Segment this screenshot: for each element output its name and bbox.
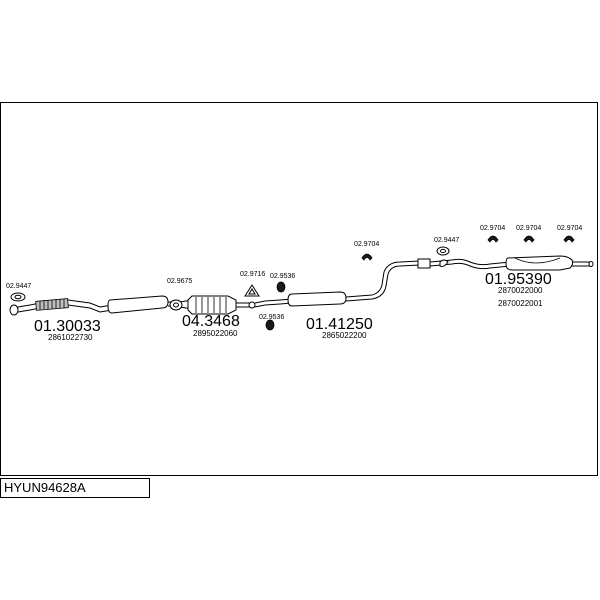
- accessory-code: 02.9716: [240, 271, 265, 278]
- hanger-clamp-icon: [361, 253, 373, 261]
- gasket-icon: [169, 299, 183, 311]
- section-subnumber: 2861022730: [48, 333, 93, 342]
- rear-muffler: [505, 255, 594, 271]
- diagram-code: HYUN94628A: [4, 480, 86, 495]
- front-muffler: [107, 295, 180, 314]
- gasket-icon: [10, 292, 26, 302]
- accessory-code: 02.9704: [557, 225, 582, 232]
- rear-pipe: [429, 258, 511, 270]
- hanger-clamp-icon: [523, 235, 535, 243]
- accessory-code: 02.9675: [167, 278, 192, 285]
- rubber-mount-icon: [276, 281, 286, 293]
- section-number: 01.30033: [34, 318, 101, 335]
- caption-box: HYUN94628A: [0, 478, 150, 498]
- diagram-frame: [0, 102, 598, 476]
- front-pipe: [9, 298, 113, 316]
- accessory-code: 02.9447: [6, 283, 31, 290]
- accessory-code: 02.9704: [516, 225, 541, 232]
- rubber-mount-icon: [265, 319, 275, 331]
- accessory-code: 02.9704: [354, 241, 379, 248]
- hanger-clamp-icon: [563, 235, 575, 243]
- accessory-code: 02.9536: [259, 314, 284, 321]
- accessory-code: 02.9447: [434, 237, 459, 244]
- section-number: 04.3468: [182, 313, 240, 330]
- catalytic-converter: [179, 295, 256, 315]
- section-number: 01.95390: [485, 271, 552, 288]
- section-number: 01.41250: [306, 316, 373, 333]
- section-subnumber: 2870022001: [498, 299, 543, 308]
- accessory-code: 02.9704: [480, 225, 505, 232]
- gasket-icon: [436, 246, 450, 256]
- hanger-clamp-icon: [487, 235, 499, 243]
- accessory-code: 02.9536: [270, 273, 295, 280]
- section-subnumber: 2870022000: [498, 286, 543, 295]
- gasket-triangle-icon: [244, 284, 260, 297]
- section-subnumber: 2895022060: [193, 329, 238, 338]
- section-subnumber: 2865022200: [322, 331, 367, 340]
- center-pipe: [254, 258, 431, 308]
